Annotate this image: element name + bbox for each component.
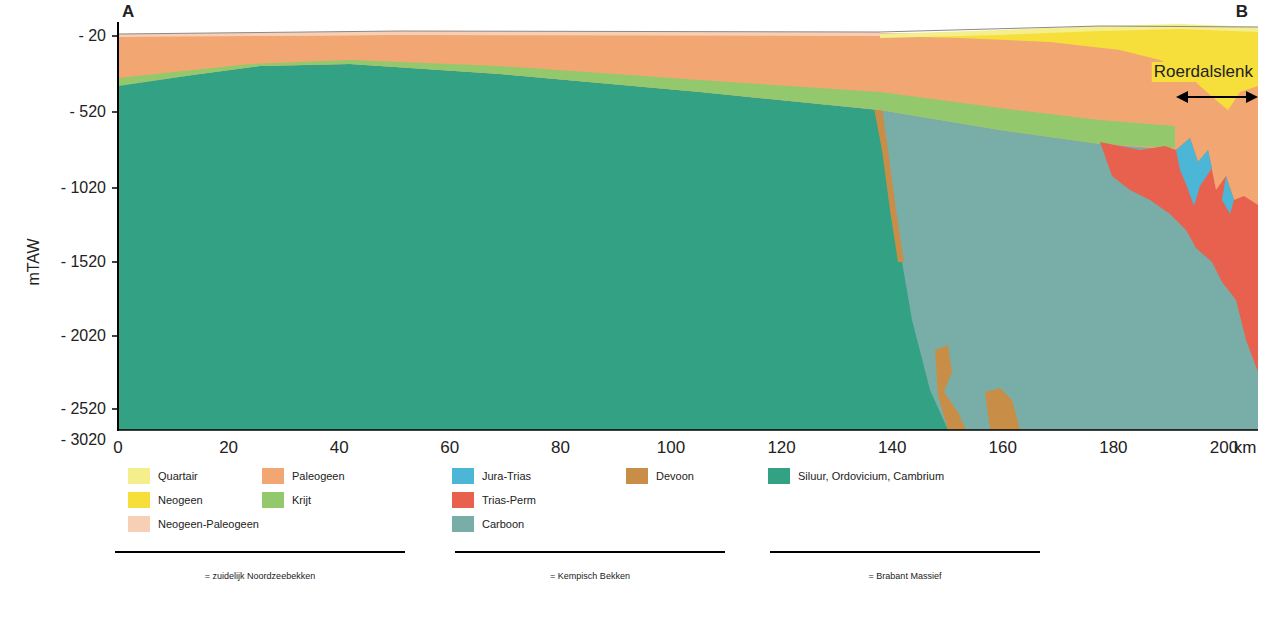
legend-swatch xyxy=(128,492,150,508)
legend-text: Neogeen xyxy=(158,494,203,506)
legend-swatch xyxy=(452,492,474,508)
axis-label: - 1020 xyxy=(61,179,106,197)
group-label: = Kempisch Bekken xyxy=(550,571,630,581)
legend-text: Paleogeen xyxy=(292,470,345,482)
axis-label: - 1520 xyxy=(61,253,106,271)
axis-label: km xyxy=(1234,438,1257,458)
axis-label: mTAW xyxy=(25,238,43,285)
axis-label: 120 xyxy=(767,438,795,458)
legend-text: Siluur, Ordovicium, Cambrium xyxy=(798,470,944,482)
group-label: = zuidelijk Noordzeebekken xyxy=(205,571,315,581)
legend-text: Neogeen-Paleogeen xyxy=(158,518,259,530)
axis-label: 20 xyxy=(219,438,238,458)
axis-label: 180 xyxy=(1099,438,1127,458)
axis-label: 60 xyxy=(440,438,459,458)
section-label: B xyxy=(1236,2,1248,22)
legend-text: Krijt xyxy=(292,494,311,506)
section-label: A xyxy=(122,2,134,22)
axis-label: - 20 xyxy=(78,27,106,45)
legend-swatch xyxy=(626,468,648,484)
legend-text: Jura-Trias xyxy=(482,470,531,482)
axis-label: - 2520 xyxy=(61,400,106,418)
axis-label: 100 xyxy=(657,438,685,458)
legend-swatch xyxy=(768,468,790,484)
axis-label: 80 xyxy=(551,438,570,458)
legend-swatch xyxy=(452,516,474,532)
axis-label: 0 xyxy=(113,438,122,458)
axis-label: - 3020 xyxy=(61,431,106,449)
group-label: = Brabant Massief xyxy=(869,571,942,581)
legend-swatch xyxy=(262,468,284,484)
axis-label: - 2020 xyxy=(61,327,106,345)
axis-label: - 520 xyxy=(70,103,106,121)
section-label: Roerdalslenk xyxy=(1152,62,1255,82)
legend-text: Quartair xyxy=(158,470,198,482)
axis-label: 160 xyxy=(989,438,1017,458)
axis-label: 140 xyxy=(878,438,906,458)
legend-swatch xyxy=(128,468,150,484)
axis-label: 40 xyxy=(330,438,349,458)
legend-swatch xyxy=(128,516,150,532)
legend-text: Carboon xyxy=(482,518,524,530)
legend-text: Trias-Perm xyxy=(482,494,536,506)
legend-text: Devoon xyxy=(656,470,694,482)
legend-swatch xyxy=(452,468,474,484)
legend-swatch xyxy=(262,492,284,508)
